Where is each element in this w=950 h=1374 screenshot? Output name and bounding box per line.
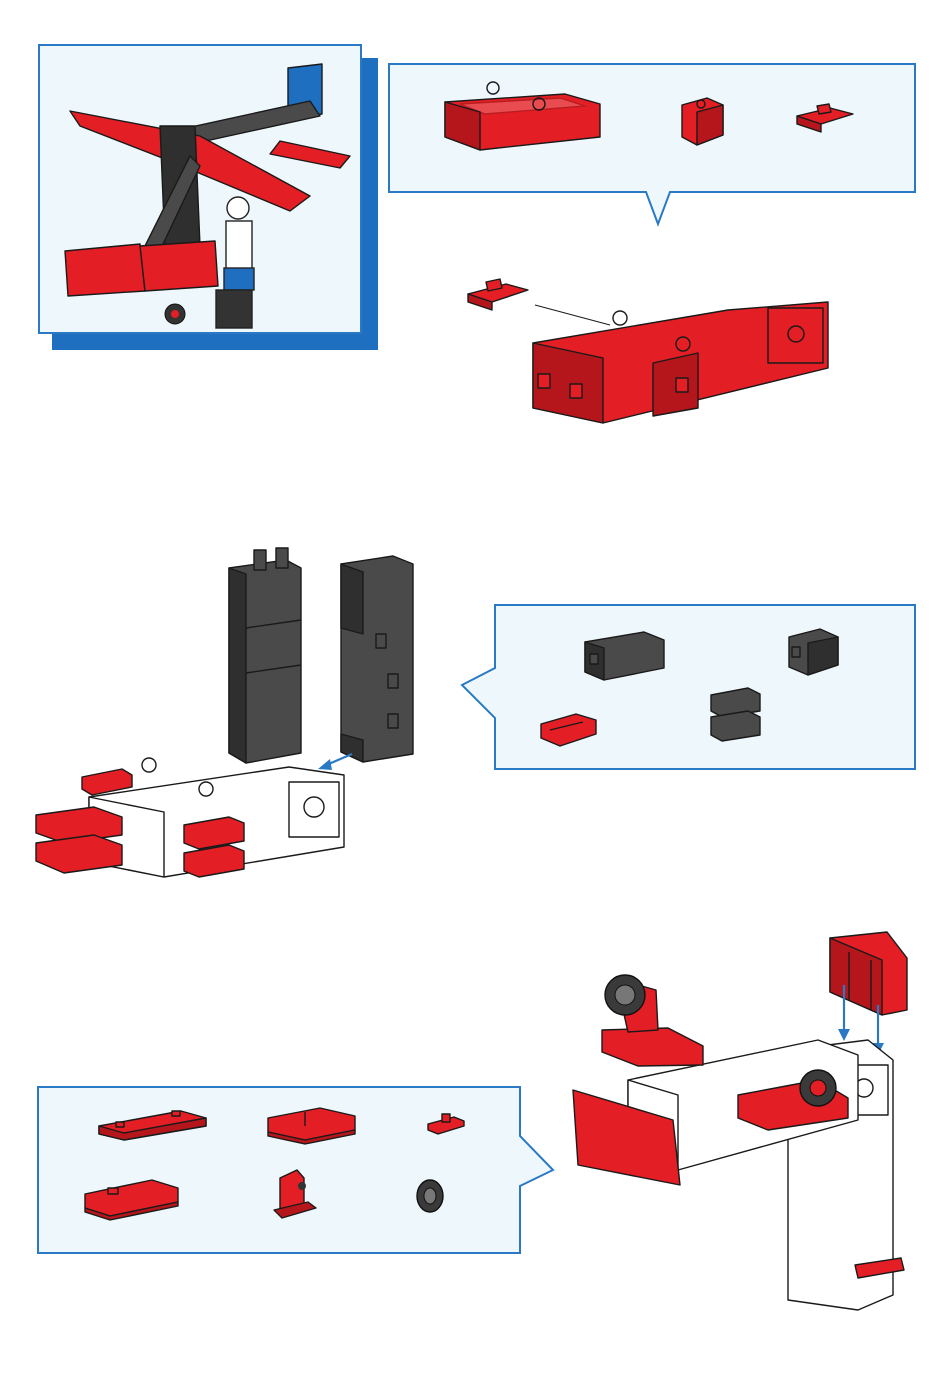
- part-red-bracket-plate: [265, 1104, 360, 1144]
- part-red-small-connector: [426, 1112, 466, 1137]
- step-3-assembly: [568, 970, 908, 1310]
- part-red-long-plate: [96, 1108, 211, 1143]
- part-red-wheel-holder: [272, 1168, 322, 1223]
- part-black-wheel: [413, 1177, 447, 1215]
- part-red-base-plate: [82, 1174, 182, 1219]
